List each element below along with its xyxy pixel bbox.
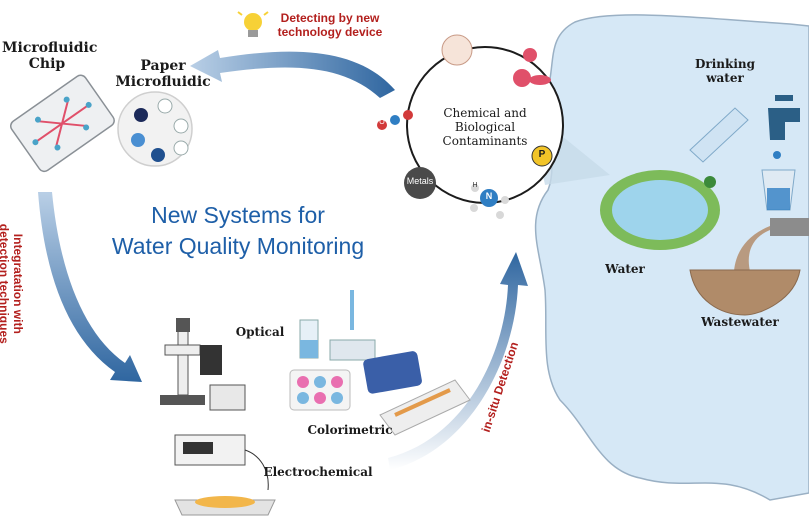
microfluidic-chip-label-line-1: Microfluidic <box>2 40 98 56</box>
lightbulb-icon <box>237 11 269 37</box>
paper-microfluidic-label-line-1: Paper <box>140 58 186 74</box>
left-arrow <box>38 192 142 382</box>
wastewater-icon <box>689 218 809 316</box>
paper-microfluidic-label: Paper Microfluidic <box>108 58 218 90</box>
colorimetric-icons <box>289 290 471 436</box>
top-arrow-label-line-1: Detecting by new <box>280 11 380 25</box>
microfluidic-chip-label: Microfluidic Chip <box>2 40 98 73</box>
electrochemical-icon <box>174 434 276 516</box>
drinking-water-label-line-2: water <box>706 70 744 85</box>
microfluidic-chip-icon <box>9 74 115 173</box>
microfluidic-chip-label-line-2: Chip <box>28 56 66 73</box>
top-arrow-label: Detecting by new technology device <box>265 11 395 40</box>
contaminants-label: Chemical and Biological Contaminants <box>425 106 545 148</box>
right-arrow <box>388 252 528 470</box>
contaminants-ring <box>377 34 564 219</box>
title-line-1: New Systems for <box>151 202 325 228</box>
hydrogen-label: H <box>472 182 478 189</box>
water-environment-blob <box>534 14 809 501</box>
paper-microfluidic-label-line-2: Microfluidic <box>115 74 211 91</box>
nitrogen-label: N <box>485 191 493 201</box>
optical-label: Optical <box>235 325 285 339</box>
drinking-water-label-line-1: Drinking <box>695 57 755 71</box>
drinking-water-label: Drinking water <box>690 57 760 86</box>
left-arrow-label-line-2: detection techniques <box>0 223 11 344</box>
oxygen-label: O <box>379 119 385 126</box>
top-arrow-label-line-2: technology device <box>277 24 383 39</box>
left-arrow-label: Integratation with detection techniques <box>0 204 25 364</box>
contaminants-label-line-3: Contaminants <box>442 133 528 148</box>
diagram-title: New Systems for Water Quality Monitoring <box>88 200 388 262</box>
wastewater-label: Wastewater <box>701 315 779 329</box>
electrochemical-label: Electrochemical <box>263 465 373 479</box>
water-pond-icon <box>600 170 720 250</box>
water-label: Water <box>605 262 645 276</box>
paper-microfluidic-icon <box>117 91 193 167</box>
phosphorus-label: P <box>538 149 546 160</box>
microscope-icon <box>160 318 246 411</box>
title-line-2: Water Quality Monitoring <box>111 233 365 260</box>
top-arrow <box>190 50 395 98</box>
metals-label: Metals <box>406 176 434 186</box>
left-arrow-label-line-1: Integratation with <box>10 233 25 334</box>
drinking-water-icons <box>689 95 800 211</box>
contaminants-label-line-1: Chemical and <box>443 106 527 120</box>
colorimetric-label: Colorimetric <box>307 423 393 437</box>
contaminants-label-line-2: Biological <box>454 119 516 134</box>
